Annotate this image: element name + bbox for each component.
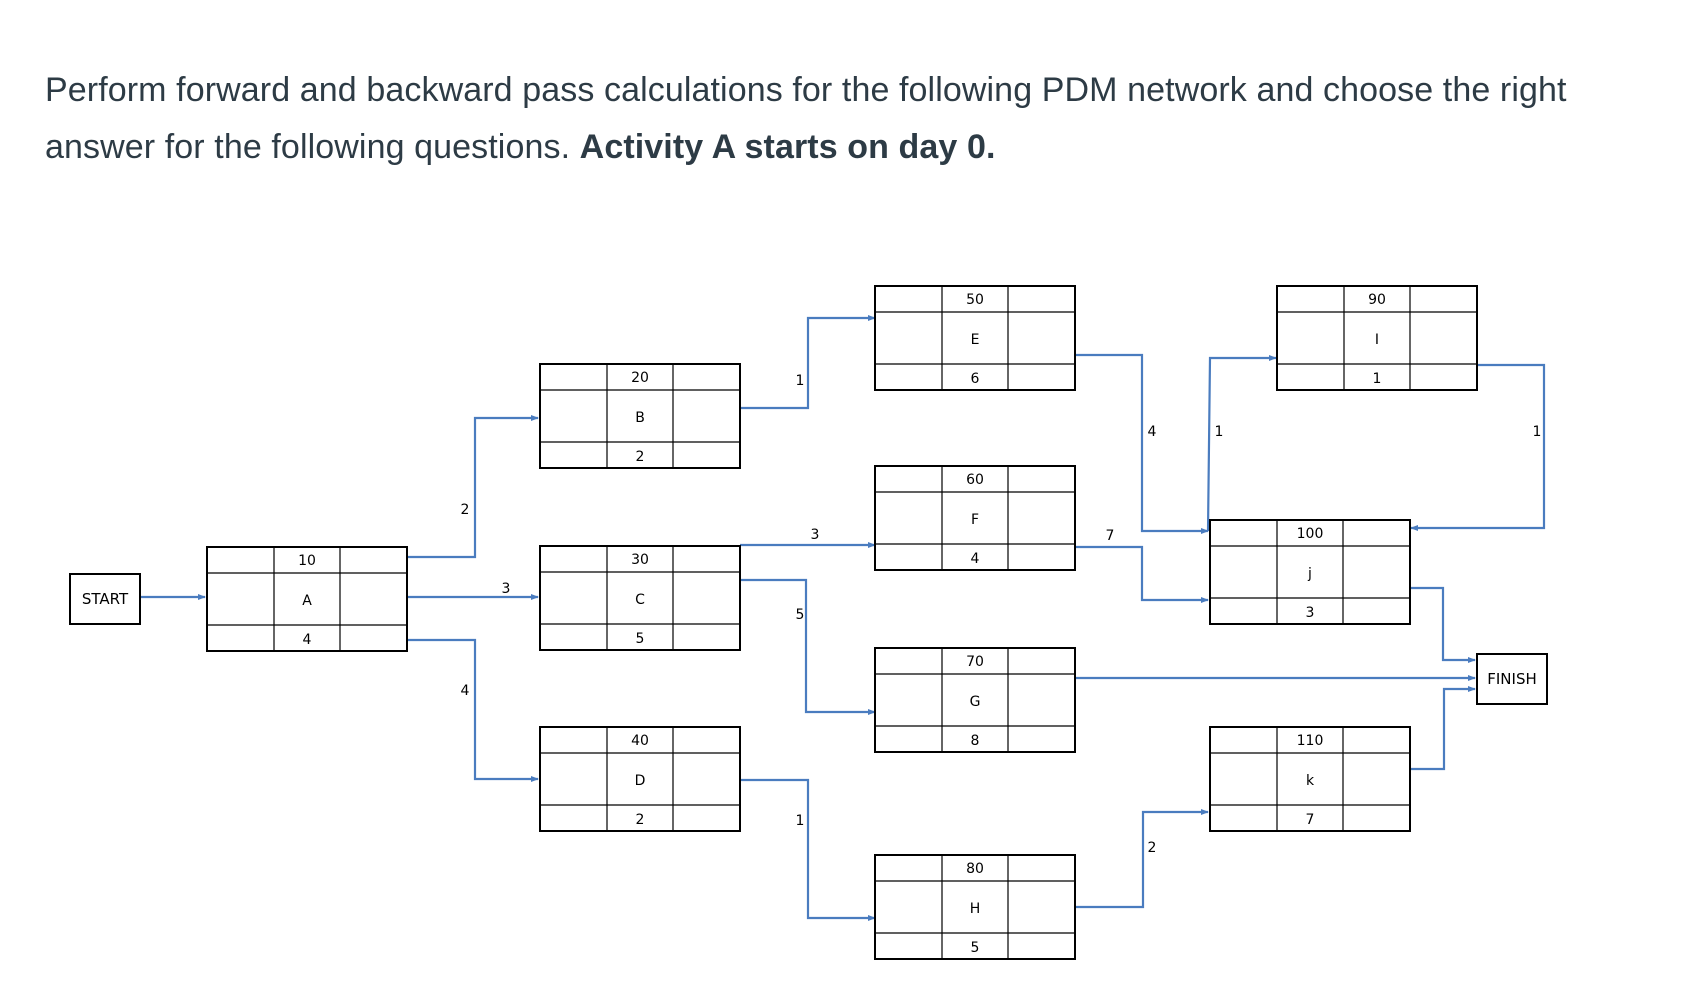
- activity-node-f: 60 F 4: [874, 465, 1076, 571]
- finish-label: FINISH: [1487, 670, 1537, 688]
- lag-label: 5: [796, 607, 805, 623]
- activity-name: I: [1375, 332, 1379, 348]
- lag-labels: 2 3 4 1 3 5 1 4 7 1 1 2: [461, 373, 1542, 856]
- arrow-b-e: [740, 315, 876, 410]
- activity-id: 60: [966, 472, 984, 488]
- arrow-a-b: [405, 415, 539, 559]
- activity-name: D: [635, 773, 646, 789]
- lag-label: 4: [1148, 424, 1157, 440]
- activity-node-g: 70 G 8: [874, 647, 1076, 753]
- arrow-f-j: [1075, 545, 1209, 603]
- question-text: Perform forward and backward pass calcul…: [45, 62, 1665, 176]
- lag-label: 3: [502, 581, 511, 597]
- lag-label: 7: [1106, 528, 1115, 544]
- arrow-j-i: [1206, 355, 1277, 532]
- activity-node-b: 20 B 2: [539, 363, 741, 469]
- activity-duration: 4: [303, 632, 312, 648]
- activity-duration: 2: [636, 812, 645, 828]
- finish-node: FINISH: [1476, 653, 1548, 705]
- lag-label: 2: [1148, 840, 1157, 856]
- lag-label: 2: [461, 502, 470, 518]
- activity-id: 80: [966, 861, 984, 877]
- activity-id: 40: [631, 733, 649, 749]
- arrow-i-j: [1410, 363, 1546, 531]
- activity-name: A: [302, 593, 312, 609]
- activity-id: 20: [631, 370, 649, 386]
- arrow-h-k: [1075, 809, 1209, 909]
- activity-node-c: 30 C 5: [539, 545, 741, 651]
- activity-id: 90: [1368, 292, 1386, 308]
- lag-label: 1: [1215, 424, 1224, 440]
- activity-name: E: [971, 332, 980, 348]
- activity-id: 30: [631, 552, 649, 568]
- activity-duration: 7: [1306, 812, 1315, 828]
- activity-node-h: 80 H 5: [874, 854, 1076, 960]
- activity-name: j: [1307, 566, 1312, 582]
- lag-label: 1: [1533, 424, 1542, 440]
- activity-name: k: [1306, 773, 1315, 789]
- question-emphasis: Activity A starts on day 0.: [579, 128, 996, 166]
- activity-duration: 8: [971, 733, 980, 749]
- activity-node-d: 40 D 2: [539, 726, 741, 832]
- lag-label: 4: [461, 683, 470, 699]
- activity-duration: 4: [971, 551, 980, 567]
- activity-node-e: 50 E 6: [874, 285, 1076, 391]
- activity-node-k: 110 k 7: [1209, 726, 1411, 832]
- activity-id: 50: [966, 292, 984, 308]
- activity-node-j: 100 j 3: [1209, 519, 1411, 625]
- activity-duration: 2: [636, 449, 645, 465]
- arrow-d-h: [740, 778, 876, 921]
- activity-duration: 3: [1306, 605, 1315, 621]
- activity-duration: 5: [971, 940, 980, 956]
- activity-node-i: 90 I 1: [1276, 285, 1478, 391]
- activity-id: 110: [1297, 733, 1324, 749]
- arrow-j-finish: [1411, 586, 1476, 663]
- start-label: START: [82, 590, 129, 608]
- activity-name: B: [635, 410, 645, 426]
- activity-name: C: [635, 592, 645, 608]
- activity-name: H: [970, 901, 981, 917]
- activity-duration: 1: [1373, 371, 1382, 387]
- arrow-c-g: [740, 578, 876, 715]
- start-node: START: [69, 573, 141, 625]
- lag-label: 1: [796, 373, 805, 389]
- lag-label: 3: [811, 527, 820, 543]
- activity-id: 100: [1297, 526, 1324, 542]
- lag-label: 1: [796, 813, 805, 829]
- activity-duration: 6: [971, 371, 980, 387]
- question-body: Perform forward and backward pass calcul…: [45, 71, 1567, 166]
- activity-duration: 5: [636, 631, 645, 647]
- activity-id: 70: [966, 654, 984, 670]
- arrow-a-d: [405, 638, 539, 782]
- arrow-k-finish: [1411, 686, 1476, 771]
- activity-id: 10: [298, 553, 316, 569]
- activity-node-a: 10 A 4: [206, 546, 408, 652]
- activity-name: F: [971, 512, 979, 528]
- activity-name: G: [970, 694, 981, 710]
- arrows: [140, 315, 1546, 921]
- arrow-e-j: [1075, 353, 1209, 534]
